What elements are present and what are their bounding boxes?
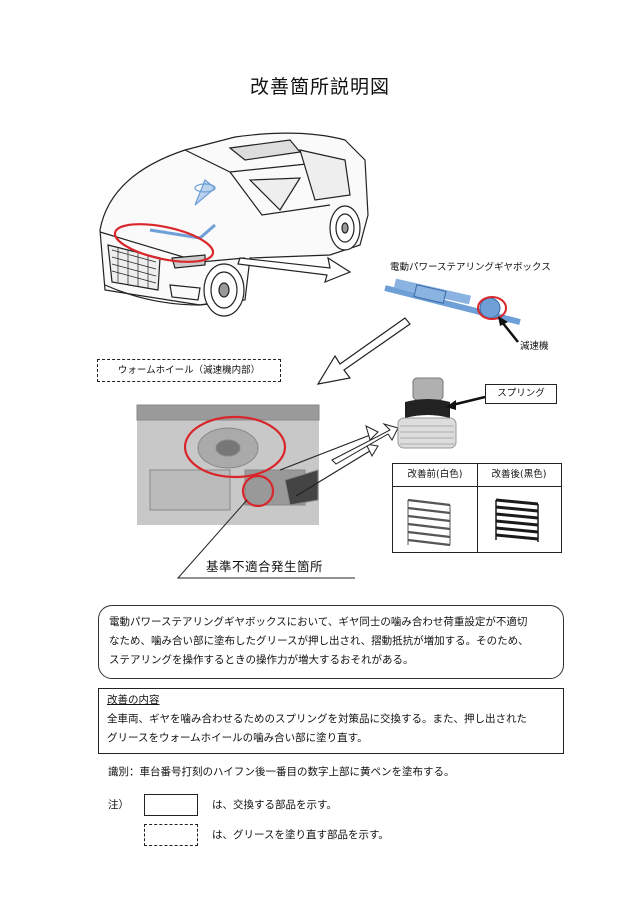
improvement-line-2: グリースをウォームホイールの噛み合い部に塗り直す。 — [107, 732, 368, 744]
spring-after-image — [495, 498, 539, 542]
before-header: 改善前(白色) — [393, 464, 478, 487]
dashed-box-meaning: は、グリースを塗り直す部品を示す。 — [212, 829, 389, 841]
solid-box-legend — [144, 794, 198, 816]
description-line-2: なため、噛み合い部に塗布したグリースが押し出され、摺動抵抗が増加する。そのため、 — [109, 635, 529, 647]
identification-text: 識別：車台番号打刻のハイフン後一番目の数字上部に黄ペンを塗布する。 — [108, 766, 455, 778]
spring-before-image — [407, 498, 451, 547]
dashed-box-legend — [144, 824, 198, 846]
reducer-highlight-circle — [477, 296, 507, 320]
after-header: 改善後(黒色) — [477, 464, 561, 487]
page-title: 改善箇所説明図 — [249, 76, 390, 98]
gearbox-image — [384, 278, 521, 325]
description-line-3: ステアリングを操作するときの操作力が増大するおそれがある。 — [109, 654, 414, 666]
solid-box-meaning: は、交換する部品を示す。 — [212, 799, 337, 811]
improvement-line-1: 全車両、ギヤを噛み合わせるためのスプリングを対策品に交換する。また、押し出された — [107, 713, 527, 725]
table-divider — [477, 486, 478, 552]
gearbox-label: 電動パワーステアリングギヤボックス — [390, 262, 551, 273]
improvement-box: 改善の内容 全車両、ギヤを噛み合わせるためのスプリングを対策品に交換する。また、… — [98, 688, 564, 754]
worm-wheel-label: ウォームホイール（減速機内部） — [97, 359, 281, 382]
diagram — [99, 132, 539, 579]
arrow-to-worm-icon — [316, 317, 411, 385]
description-box: 電動パワーステアリングギヤボックスにおいて、ギヤ同士の噛み合わせ荷重設定が不適切… — [98, 605, 564, 679]
spring-comparison-table: 改善前(白色) 改善後(黒色) — [392, 463, 562, 553]
reducer-label: 減速機 — [520, 341, 549, 352]
arrow-to-gearbox-icon — [237, 256, 352, 284]
worm-wheel-highlight-circle — [183, 415, 287, 479]
notes-prefix: 注） — [108, 799, 129, 811]
improvement-heading: 改善の内容 — [107, 694, 160, 706]
nonconformity-label: 基準不適合発生箇所 — [206, 559, 324, 574]
car-highlight-circle — [113, 223, 215, 263]
spring-assembly-image — [397, 377, 457, 449]
nonconformity-highlight-circle — [241, 474, 275, 508]
spring-label: スプリング — [485, 384, 557, 404]
description-line-1: 電動パワーステアリングギヤボックスにおいて、ギヤ同士の噛み合わせ荷重設定が不適切 — [109, 616, 528, 628]
